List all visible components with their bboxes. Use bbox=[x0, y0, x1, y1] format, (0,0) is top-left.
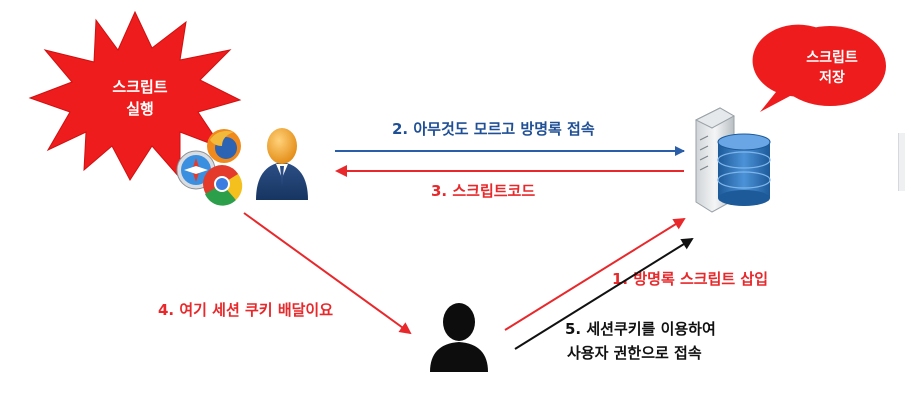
bubble-text-line1: 스크립트 bbox=[806, 50, 858, 66]
burst-text-line1: 스크립트 bbox=[112, 78, 167, 96]
safari-icon bbox=[176, 150, 216, 190]
burst-text-line2: 실행 bbox=[126, 100, 154, 118]
step5-label-line1: 5. 세션쿠키를 이용하여 bbox=[565, 320, 716, 338]
arrow-step1: 1. 방명록 스크립트 삽입 bbox=[504, 217, 768, 331]
user-icon bbox=[256, 128, 308, 200]
arrow-step5: 5. 세션쿠키를 이용하여 사용자 권한으로 접속 bbox=[514, 237, 716, 362]
firefox-icon bbox=[207, 129, 241, 163]
script-run-burst: 스크립트 실행 bbox=[28, 10, 242, 181]
step4-label: 4. 여기 세션 쿠키 배달이요 bbox=[158, 301, 333, 319]
step3-label: 3. 스크립트코드 bbox=[431, 182, 535, 200]
step2-label: 2. 아무것도 모르고 방명록 접속 bbox=[392, 120, 595, 138]
arrow-step3: 3. 스크립트코드 bbox=[335, 165, 684, 200]
step5-label-line2: 사용자 권한으로 접속 bbox=[567, 344, 702, 362]
script-store-bubble: 스크립트 저장 bbox=[752, 24, 886, 113]
browser-icons bbox=[176, 129, 243, 206]
step1-label: 1. 방명록 스크립트 삽입 bbox=[612, 270, 768, 288]
burst-shape bbox=[28, 10, 242, 181]
attacker-silhouette-icon bbox=[430, 303, 488, 372]
side-scroll-tab bbox=[898, 133, 905, 191]
bubble-text-line2: 저장 bbox=[819, 69, 845, 86]
arrow-step4: 4. 여기 세션 쿠키 배달이요 bbox=[158, 212, 412, 335]
chrome-icon bbox=[203, 165, 243, 206]
server-database-icon bbox=[694, 107, 771, 213]
arrow-step2: 2. 아무것도 모르고 방명록 접속 bbox=[335, 120, 685, 156]
